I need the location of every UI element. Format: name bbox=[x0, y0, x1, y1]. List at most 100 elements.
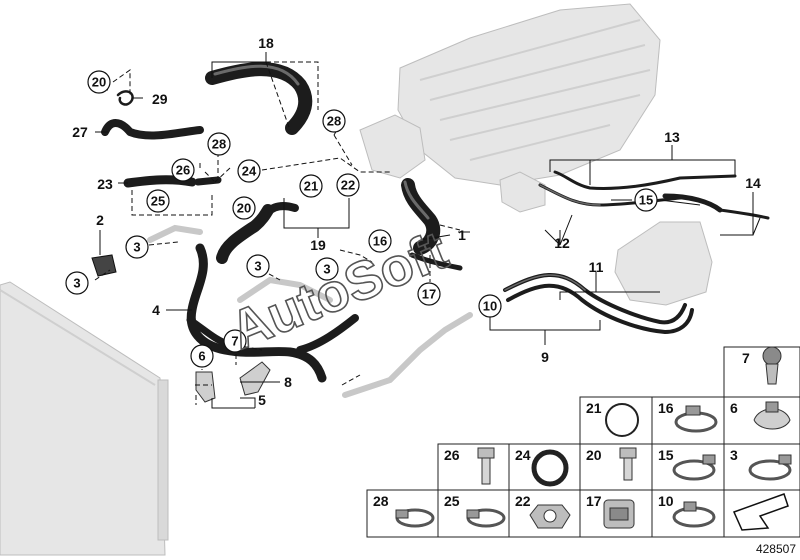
radiator-illustration bbox=[0, 281, 169, 556]
callout-number: 3 bbox=[323, 262, 330, 277]
callout-number: 24 bbox=[242, 164, 257, 179]
callout: 20 bbox=[87, 70, 111, 94]
callout-number: 26 bbox=[176, 163, 190, 178]
ghost-pipework-illustration bbox=[147, 224, 473, 398]
callout: 3 bbox=[65, 271, 89, 295]
grid-cell-number: 25 bbox=[444, 493, 460, 509]
grid-cell-number: 21 bbox=[586, 400, 602, 416]
grid-cell-number: 6 bbox=[730, 400, 738, 416]
callout: 26 bbox=[171, 158, 195, 182]
callout: 7 bbox=[223, 329, 247, 353]
callout-number: 25 bbox=[151, 194, 165, 209]
callout: 20 bbox=[232, 196, 256, 220]
callout-number: 9 bbox=[541, 349, 549, 365]
callout-number: 23 bbox=[97, 176, 113, 192]
callout: 29 bbox=[152, 91, 168, 107]
callout-number: 4 bbox=[152, 302, 160, 318]
callout: 27 bbox=[72, 124, 88, 140]
callout-number: 14 bbox=[745, 175, 761, 191]
screw-rivet-icon bbox=[762, 346, 782, 385]
grid-cell-number: 3 bbox=[730, 447, 738, 463]
grid-cell-number: 24 bbox=[515, 447, 531, 463]
callout-number: 5 bbox=[258, 392, 266, 408]
grid-cell bbox=[579, 443, 653, 491]
grid-cell-number: 10 bbox=[658, 493, 674, 509]
callout: 13 bbox=[664, 129, 680, 145]
callout-number: 3 bbox=[133, 240, 140, 255]
grid-cell-number: 22 bbox=[515, 493, 531, 509]
quick-connector-icon bbox=[603, 499, 635, 529]
callout-number: 19 bbox=[310, 237, 326, 253]
document-number: 428507 bbox=[756, 542, 796, 556]
callout: 11 bbox=[589, 259, 604, 275]
hose-clamp-icon bbox=[672, 454, 716, 481]
callout: 15 bbox=[634, 188, 658, 212]
callout: 9 bbox=[541, 349, 549, 365]
callout-number: 3 bbox=[254, 259, 261, 274]
grid-cell-number: 7 bbox=[742, 350, 750, 366]
callout: 3 bbox=[125, 235, 149, 259]
callout: 23 bbox=[97, 176, 113, 192]
callout: 21 bbox=[299, 174, 323, 198]
band-clamp-icon bbox=[466, 508, 506, 528]
callout-number: 27 bbox=[72, 124, 88, 140]
grid-cell-number: 16 bbox=[658, 400, 674, 416]
grid-cell-number: 17 bbox=[586, 493, 602, 509]
callout-number: 22 bbox=[341, 178, 355, 193]
callout-number: 16 bbox=[373, 234, 387, 249]
callout: 17 bbox=[417, 282, 441, 306]
engine-block-illustration bbox=[359, 3, 661, 186]
callout: 12 bbox=[554, 235, 570, 251]
callout: 8 bbox=[284, 374, 292, 390]
callout-number: 21 bbox=[304, 179, 318, 194]
callout-number: 28 bbox=[212, 137, 226, 152]
parts-grid: 7 21 16 6 26 24 20 15 3 28 25 22 17 10 bbox=[366, 346, 800, 538]
callout: 5 bbox=[258, 392, 266, 408]
callout: 4 bbox=[152, 302, 160, 318]
grid-cell bbox=[723, 346, 800, 398]
callout: 25 bbox=[146, 189, 170, 213]
callout: 3 bbox=[315, 257, 339, 281]
callout-number: 12 bbox=[554, 235, 570, 251]
grid-cell-number: 15 bbox=[658, 447, 674, 463]
callout: 14 bbox=[745, 175, 761, 191]
hose-clamp-icon bbox=[748, 454, 792, 481]
arrow-icon bbox=[732, 493, 789, 531]
hose-clamp-icon bbox=[672, 501, 716, 528]
callout: 10 bbox=[478, 294, 502, 318]
callout: 2 bbox=[96, 212, 104, 228]
callout-number: 11 bbox=[589, 259, 604, 275]
callout-number: 28 bbox=[327, 114, 341, 129]
hose-clip-icon bbox=[674, 405, 718, 433]
callout-number: 13 bbox=[664, 129, 680, 145]
callout: 24 bbox=[237, 159, 261, 183]
callout-number: 20 bbox=[92, 75, 106, 90]
callout-number: 29 bbox=[152, 91, 168, 107]
transmission-illustration bbox=[499, 171, 713, 306]
callout: 28 bbox=[207, 132, 231, 156]
callout: 3 bbox=[246, 254, 270, 278]
flange-gasket-icon bbox=[529, 504, 571, 529]
callout-number: 1 bbox=[458, 227, 466, 243]
callout: 19 bbox=[310, 237, 326, 253]
grid-cell-number: 26 bbox=[444, 447, 460, 463]
callout-number: 7 bbox=[231, 334, 238, 349]
callout: 22 bbox=[336, 173, 360, 197]
callout-number: 6 bbox=[198, 349, 205, 364]
short-bolt-icon bbox=[619, 447, 637, 481]
brackets bbox=[91, 254, 271, 403]
grid-cell bbox=[437, 443, 510, 491]
callout-number: 3 bbox=[73, 276, 80, 291]
callout-number: 8 bbox=[284, 374, 292, 390]
callout-number: 20 bbox=[237, 201, 251, 216]
callout-number: 2 bbox=[96, 212, 104, 228]
callout: 16 bbox=[368, 229, 392, 253]
bolt-icon bbox=[477, 447, 495, 485]
band-clamp-icon bbox=[395, 508, 435, 528]
grid-cell-number: 28 bbox=[373, 493, 389, 509]
grid-cell-number: 20 bbox=[586, 447, 602, 463]
gasket-ring-icon bbox=[531, 449, 569, 487]
callout: 18 bbox=[258, 35, 274, 51]
o-ring-icon bbox=[605, 403, 639, 437]
